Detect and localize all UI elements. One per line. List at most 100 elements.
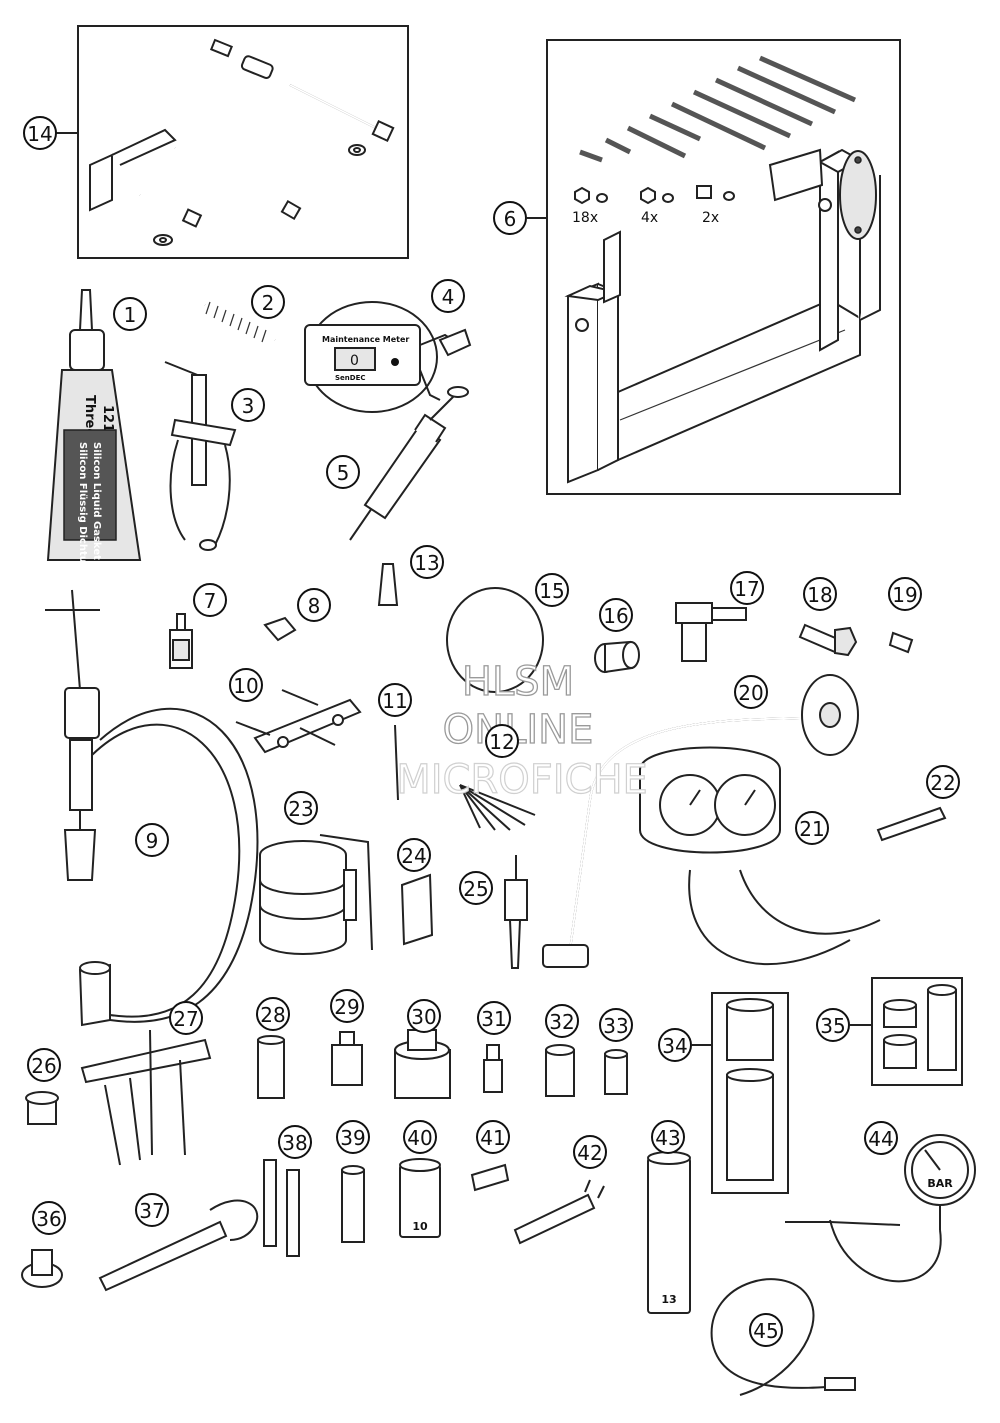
callout-number: 30 (411, 1005, 436, 1029)
callout-13: 13 (410, 545, 444, 579)
qty-4x: 4x (641, 210, 658, 226)
callout-30: 30 (407, 999, 441, 1033)
callout-12: 12 (485, 724, 519, 758)
callout-circle (730, 571, 764, 605)
tool-7 (169, 613, 193, 669)
callout-circle (803, 577, 837, 611)
callout-number: 33 (603, 1014, 628, 1038)
callout-9: 9 (135, 823, 169, 857)
callout-circle (573, 1135, 607, 1169)
callout-number: 5 (337, 461, 350, 485)
callout-number: 6 (504, 207, 517, 231)
callout-6: 6 (493, 201, 527, 235)
callout-number: 37 (139, 1199, 164, 1223)
callout-42: 42 (573, 1135, 607, 1169)
pressure-gauge-44: BAR (785, 1134, 976, 1283)
callout-number: 17 (734, 577, 759, 601)
callout-number: 20 (738, 681, 763, 705)
callout-number: 22 (930, 771, 955, 795)
callout-circle (284, 791, 318, 825)
callout-number: 9 (146, 829, 159, 853)
callout-circle (403, 1120, 437, 1154)
spring-compressor-9 (45, 589, 259, 1027)
tool-31 (483, 1044, 503, 1093)
callout-circle (231, 388, 265, 422)
callout-number: 41 (480, 1126, 505, 1150)
callout-number: 25 (463, 877, 488, 901)
callout-number: 16 (603, 604, 628, 628)
feeler-22 (876, 806, 947, 842)
callout-circle (378, 683, 412, 717)
callout-number: 8 (308, 594, 321, 618)
callout-10: 10 (229, 668, 263, 702)
callout-44: 44 (864, 1121, 898, 1155)
callout-21: 21 (795, 811, 829, 845)
tube-line1: Silicon Liquid Gasket (91, 442, 102, 560)
callout-number: 29 (334, 995, 359, 1019)
callout-number: 38 (282, 1131, 307, 1155)
callout-22: 22 (926, 765, 960, 799)
callout-number: 40 (407, 1126, 432, 1150)
callout-number: 13 (414, 551, 439, 575)
wrench-42 (513, 1179, 605, 1245)
callout-number: 24 (401, 844, 426, 868)
plug-19 (888, 631, 914, 654)
callout-circle (193, 583, 227, 617)
callout-number: 15 (539, 579, 564, 603)
callout-43: 43 (651, 1120, 685, 1154)
callout-number: 27 (173, 1007, 198, 1031)
vacuum-gauge-21 (639, 746, 881, 965)
callout-26: 26 (27, 1048, 61, 1082)
callout-23: 23 (284, 791, 318, 825)
callout-number: 3 (242, 394, 255, 418)
socket-40-size: 10 (412, 1220, 428, 1233)
callout-circle (476, 1120, 510, 1154)
callout-number: 31 (481, 1007, 506, 1031)
maintenance-meter-4: Maintenance Meter 0 SenDEC (304, 301, 472, 413)
watermark-line1: HLSM (462, 659, 574, 705)
socket-43: 13 (647, 1151, 691, 1314)
degree-wheel-20 (801, 674, 859, 756)
callout-circle (485, 724, 519, 758)
socket-40: 10 (399, 1158, 441, 1238)
callout-29: 29 (330, 989, 364, 1023)
tube-line2: Silicon Flüssig Dichtung (77, 442, 88, 577)
tool-29 (331, 1031, 363, 1086)
callout-number: 19 (892, 583, 917, 607)
callout-3: 3 (231, 388, 265, 422)
callout-45: 45 (749, 1313, 783, 1347)
callout-circle (32, 1201, 66, 1235)
callout-circle (330, 989, 364, 1023)
callout-circle (864, 1121, 898, 1155)
callout-circle (545, 1004, 579, 1038)
callout-circle (493, 201, 527, 235)
callout-24: 24 (397, 838, 431, 872)
callout-17: 17 (730, 571, 764, 605)
callout-5: 5 (326, 455, 360, 489)
callout-circle (535, 573, 569, 607)
callout-circle (734, 675, 768, 709)
callout-number: 1 (124, 303, 137, 327)
callout-number: 35 (820, 1014, 845, 1038)
callout-circle (135, 823, 169, 857)
qty-2x: 2x (702, 210, 719, 226)
kit-box-34 (692, 992, 789, 1194)
callout-number: 18 (807, 583, 832, 607)
callout-28: 28 (256, 997, 290, 1031)
callout-32: 32 (545, 1004, 579, 1038)
meter-brand: SenDEC (335, 374, 366, 382)
tool-32 (545, 1044, 575, 1097)
tool-36 (21, 1249, 63, 1288)
tool-28 (257, 1035, 285, 1099)
callout-number: 36 (36, 1207, 61, 1231)
callout-11: 11 (378, 683, 412, 717)
callout-circle (27, 1048, 61, 1082)
meter-display: 0 (350, 353, 359, 369)
callout-number: 21 (799, 817, 824, 841)
callout-7: 7 (193, 583, 227, 617)
qty-18x: 18x (572, 210, 598, 226)
sealant-tube-1: ThreeBond 1215 Silicon Liquid Gasket Sil… (46, 289, 142, 577)
callout-number: 43 (655, 1126, 680, 1150)
